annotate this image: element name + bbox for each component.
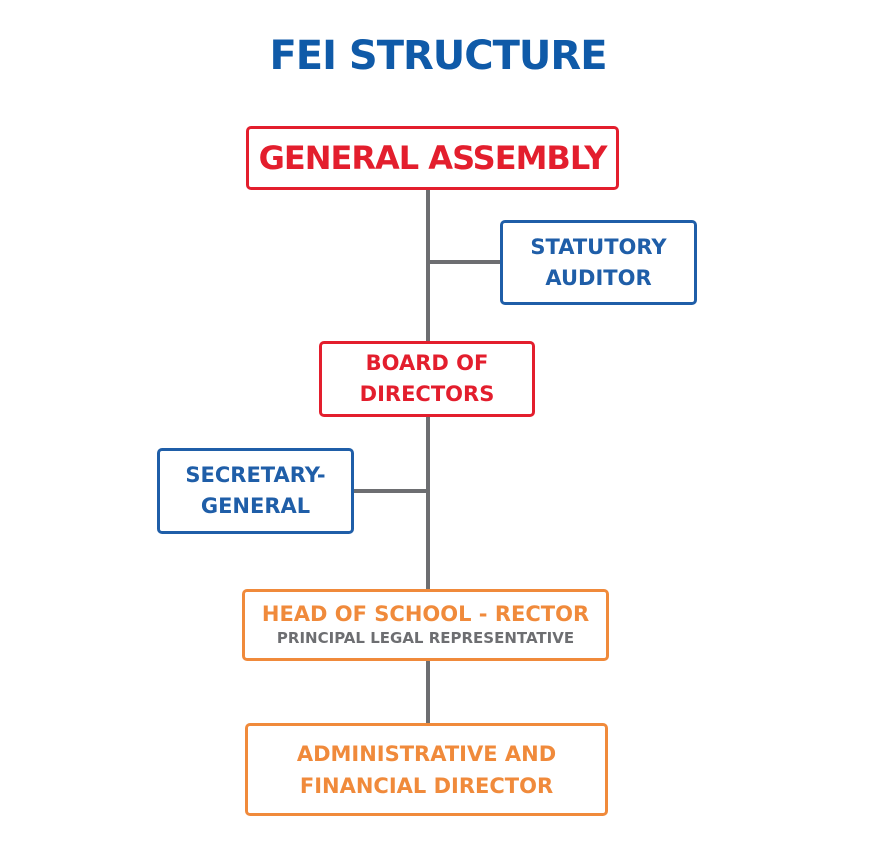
admin-financial-director-box: ADMINISTRATIVE AND FINANCIAL DIRECTOR <box>245 723 608 816</box>
admin-financial-director-label-line-2: FINANCIAL DIRECTOR <box>299 773 554 798</box>
admin-financial-director-label-line-1: ADMINISTRATIVE AND <box>296 741 557 766</box>
statutory-auditor-label-line-1: STATUTORY <box>530 234 667 259</box>
connector-board-to-head <box>426 417 430 589</box>
connector-to-secretary-general <box>354 489 430 493</box>
board-of-directors-label-line-2: DIRECTORS <box>359 382 495 406</box>
head-of-school-subtitle: PRINCIPAL LEGAL REPRESENTATIVE <box>276 629 575 647</box>
connector-head-to-admin <box>426 661 430 723</box>
connector-main-trunk <box>426 190 430 341</box>
board-of-directors-box: BOARD OF DIRECTORS <box>319 341 535 417</box>
general-assembly-label: GENERAL ASSEMBLY <box>258 139 608 177</box>
page-title: FEI STRUCTURE <box>269 33 607 79</box>
statutory-auditor-box: STATUTORY AUDITOR <box>500 220 697 305</box>
head-of-school-box: HEAD OF SCHOOL - RECTOR PRINCIPAL LEGAL … <box>242 589 609 661</box>
head-of-school-title: HEAD OF SCHOOL - RECTOR <box>261 602 590 626</box>
board-of-directors-label-line-1: BOARD OF <box>365 351 489 375</box>
secretary-general-box: SECRETARY- GENERAL <box>157 448 354 534</box>
statutory-auditor-label-line-2: AUDITOR <box>545 265 652 290</box>
general-assembly-box: GENERAL ASSEMBLY <box>246 126 619 190</box>
secretary-general-label-line-1: SECRETARY- <box>185 463 326 487</box>
connector-to-statutory-auditor <box>426 260 500 264</box>
secretary-general-label-line-2: GENERAL <box>200 494 311 518</box>
